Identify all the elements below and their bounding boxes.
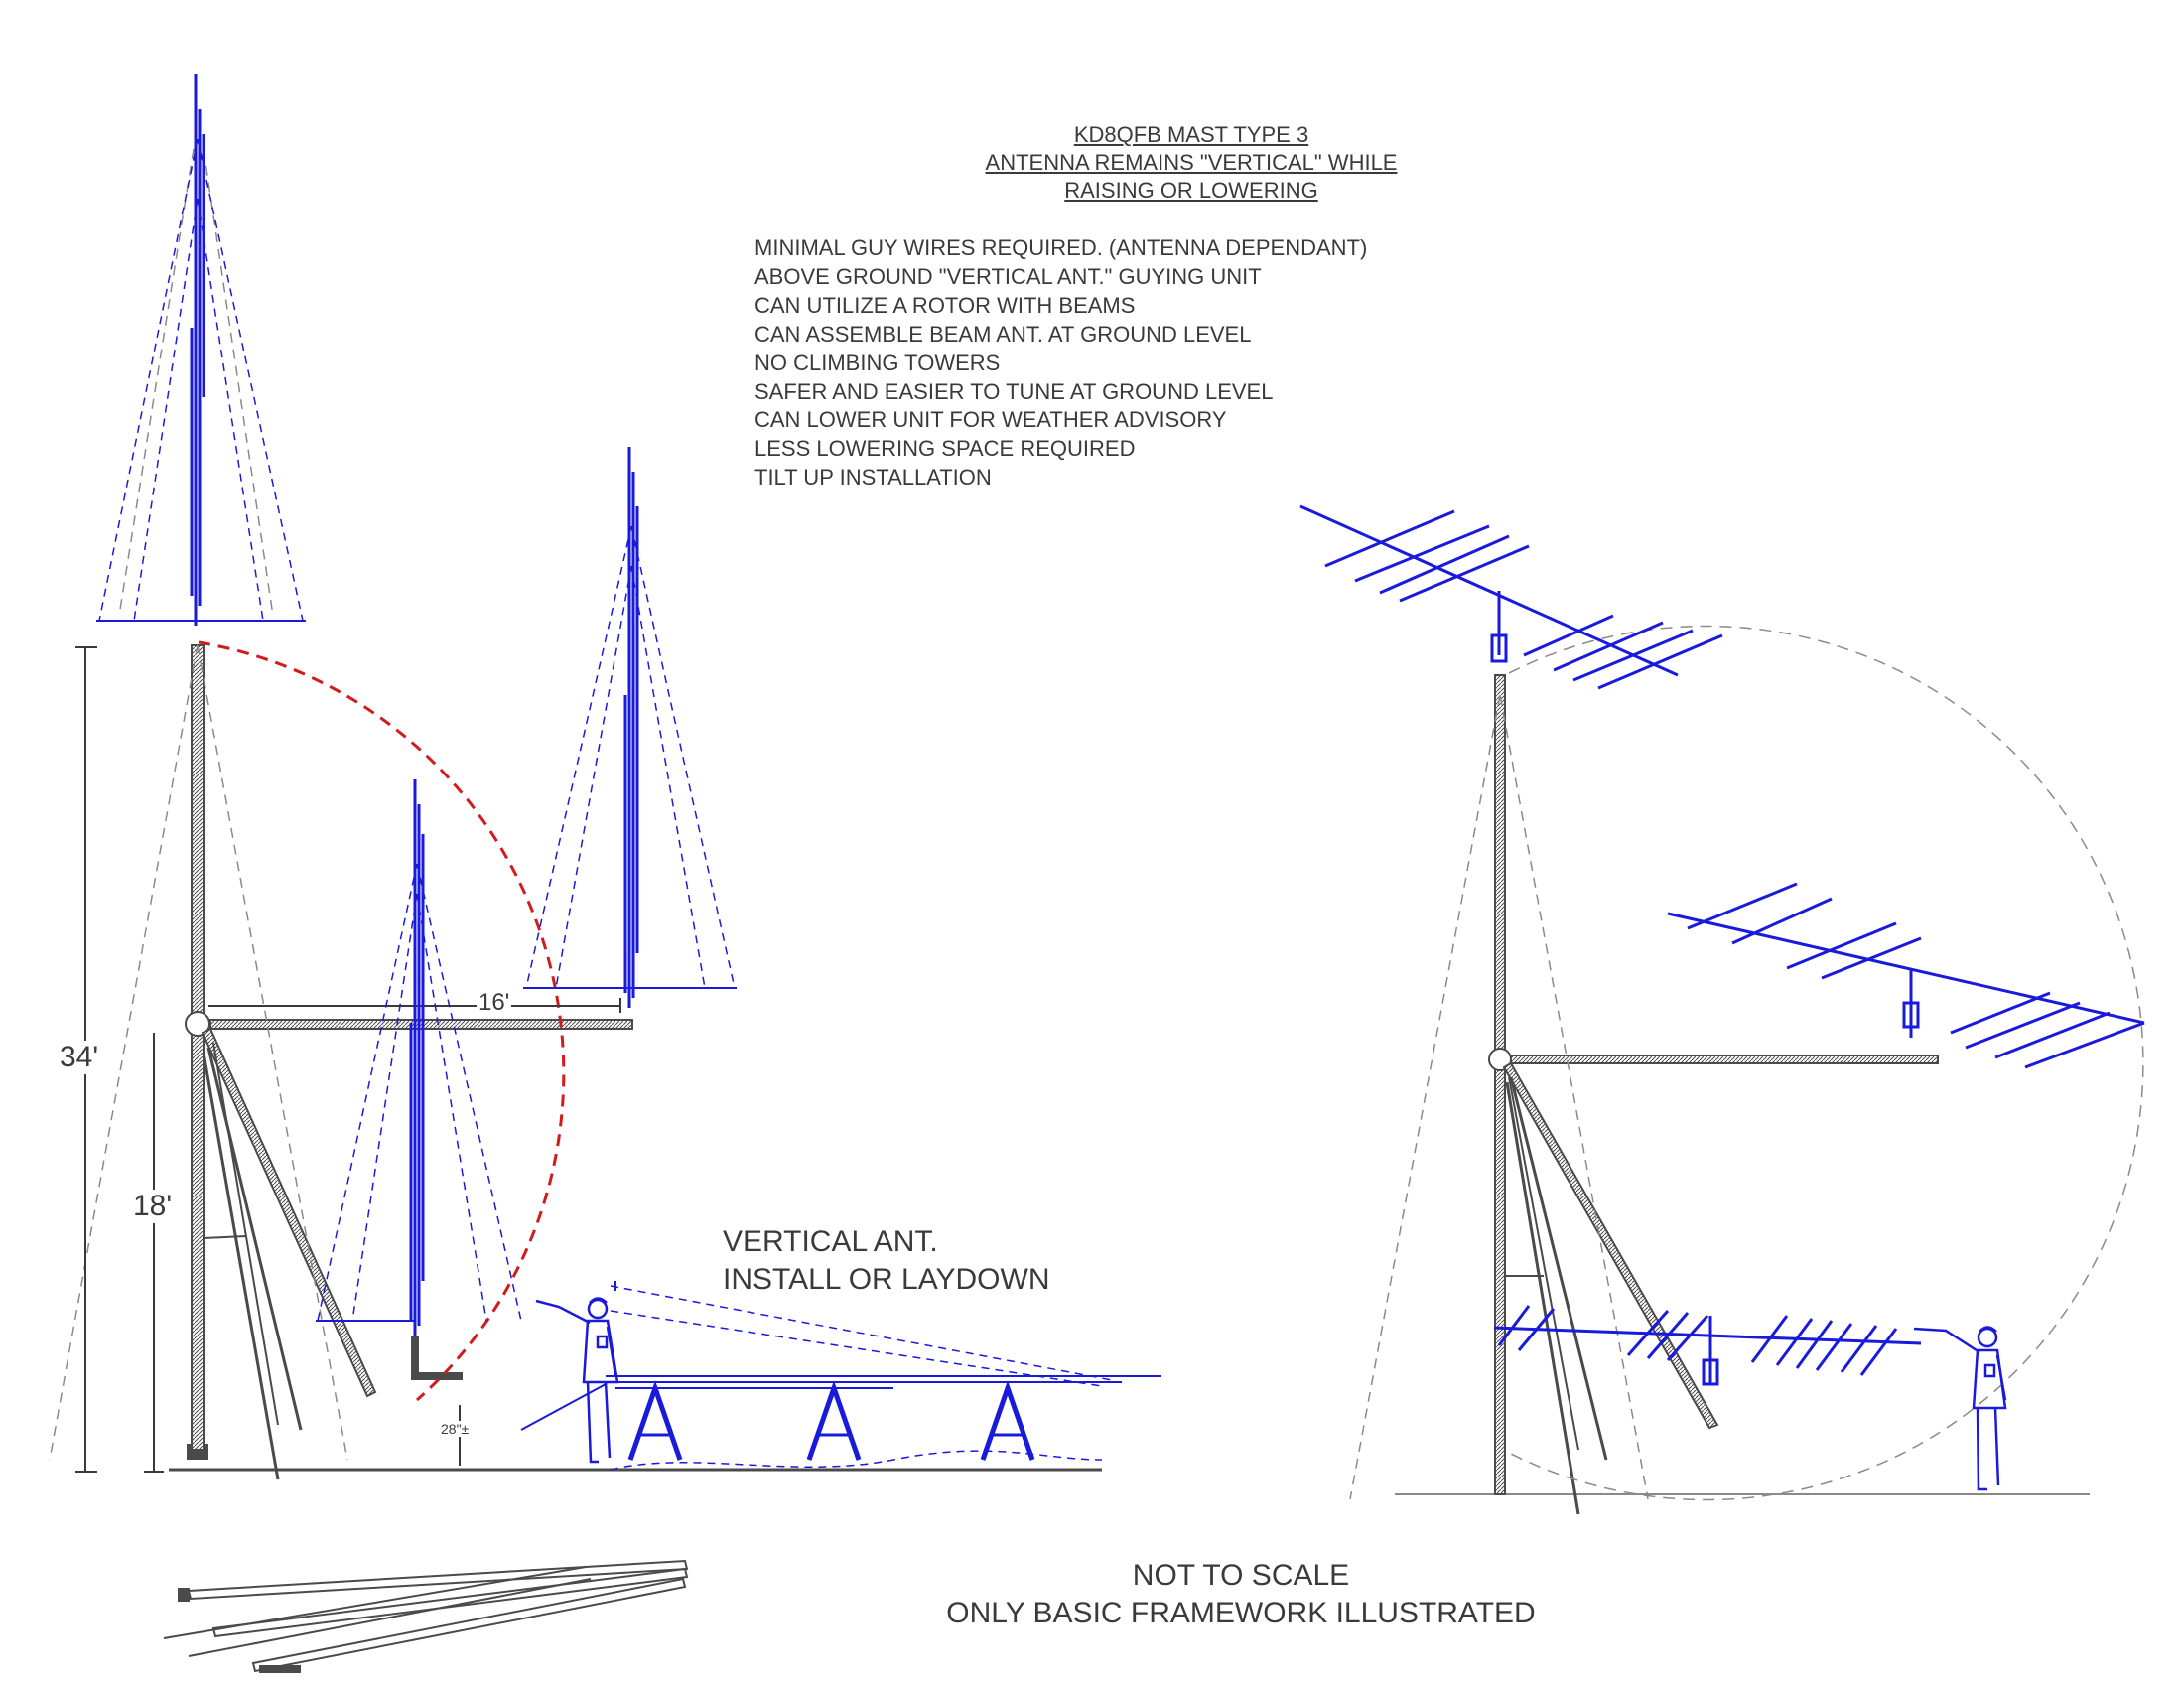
callout-line-1: VERTICAL ANT.	[723, 1225, 938, 1258]
mast-guy-wires	[49, 148, 348, 1461]
gin-pole-1	[202, 1052, 280, 1480]
note-line: CAN UTILIZE A ROTOR WITH BEAMS	[754, 293, 1136, 318]
main-mast	[191, 644, 205, 1451]
vertical-antenna-arm-end	[523, 447, 737, 1008]
gin-pole-2	[206, 1047, 303, 1431]
footer-line-2: ONLY BASIC FRAMEWORK ILLUSTRATED	[946, 1597, 1536, 1629]
right-swing-arc	[1508, 625, 2144, 1501]
note-line: MINIMAL GUY WIRES REQUIRED. (ANTENNA DEP…	[754, 235, 1368, 260]
title-line-1: KD8QFB MAST TYPE 3	[1073, 122, 1309, 147]
left-mast-assembly	[49, 148, 1102, 1480]
right-horizontal-arm	[1510, 1055, 1939, 1064]
dimension-clearance: 28"±	[441, 1421, 470, 1437]
note-line: NO CLIMBING TOWERS	[754, 351, 1001, 375]
gin-pole-3	[212, 1042, 279, 1426]
right-main-mast	[1494, 674, 1506, 1495]
vertical-antenna-raised	[96, 74, 306, 626]
note-line: LESS LOWERING SPACE REQUIRED	[754, 436, 1136, 461]
right-diagonal-brace	[1502, 1061, 1719, 1430]
title-line-2: ANTENNA REMAINS "VERTICAL" WHILE	[985, 150, 1398, 175]
diagonal-brace	[201, 1027, 377, 1398]
title-line-3: RAISING OR LOWERING	[1064, 178, 1318, 203]
note-line: CAN LOWER UNIT FOR WEATHER ADVISORY	[754, 407, 1227, 432]
mast-sections-on-ground	[163, 1559, 689, 1673]
vertical-antenna-ground	[316, 779, 522, 1336]
note-line: CAN ASSEMBLE BEAM ANT. AT GROUND LEVEL	[754, 322, 1252, 347]
dimension-pivot-height: 18'	[133, 1190, 173, 1223]
beam-antenna-top	[1299, 504, 1723, 690]
beam-antenna-ground	[1493, 1305, 1922, 1386]
sawhorses	[627, 1380, 1035, 1461]
person-figure-right	[1913, 1326, 2007, 1491]
gin-bracket	[203, 1235, 247, 1239]
note-line: TILT UP INSTALLATION	[754, 465, 992, 490]
note-line: SAFER AND EASIER TO TUNE AT GROUND LEVEL	[754, 379, 1274, 404]
antenna-laydown	[606, 1281, 1161, 1471]
dimension-total-height: 34'	[60, 1041, 99, 1074]
callout-line-2: INSTALL OR LAYDOWN	[723, 1263, 1050, 1296]
person-figure-left	[520, 1297, 619, 1464]
footer-line-1: NOT TO SCALE	[1132, 1559, 1350, 1592]
right-mast-assembly	[1349, 625, 2144, 1515]
dimension-arm-length: 16'	[477, 989, 512, 1017]
beam-antenna-mid	[1667, 882, 2145, 1069]
antenna-holder	[411, 1336, 463, 1380]
note-line: ABOVE GROUND "VERTICAL ANT." GUYING UNIT	[754, 264, 1262, 289]
